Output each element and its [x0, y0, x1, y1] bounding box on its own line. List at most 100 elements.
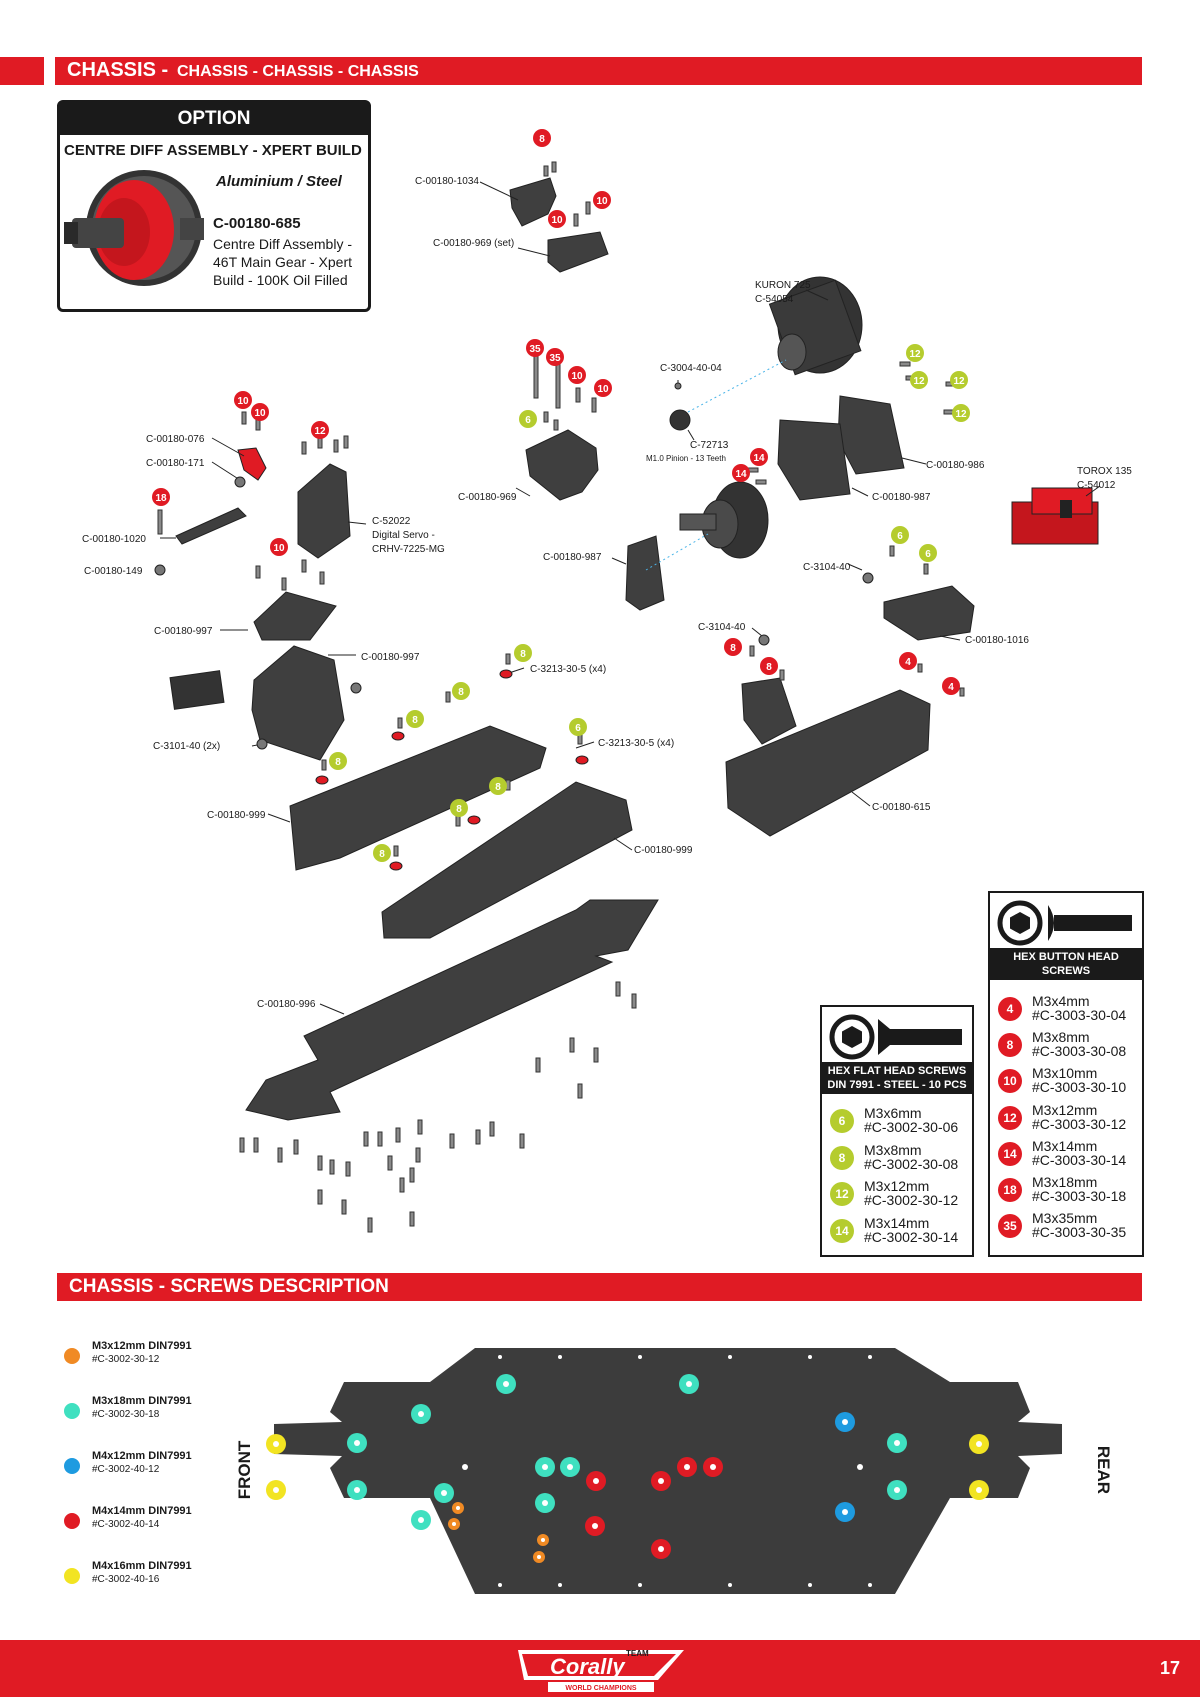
label-3104-a: C-3104-40 — [803, 562, 851, 573]
badge: 8 — [379, 849, 385, 860]
screw-hole — [503, 1381, 509, 1387]
chassis-top-view: FRONT REAR — [235, 1348, 1110, 1594]
screw-hole — [354, 1440, 360, 1446]
badge: 35 — [529, 344, 541, 355]
servo-52022 — [297, 463, 351, 559]
screw-size: M3x10mm — [1032, 1065, 1098, 1082]
screw-hole — [658, 1478, 664, 1484]
part-076 — [237, 447, 267, 481]
label-987-bulkhead: C-00180-987 — [543, 552, 602, 563]
screw-hole — [842, 1509, 848, 1515]
legend-color-dot — [64, 1568, 80, 1584]
button-screws-box: HEX BUTTON HEAD SCREWS DIN 7380 - STEEL … — [988, 891, 1144, 1257]
screw-hole — [686, 1381, 692, 1387]
part-999-right — [381, 781, 633, 939]
screw-hole — [894, 1440, 900, 1446]
screws-description-title: CHASSIS - SCREWS DESCRIPTION — [69, 1276, 389, 1297]
legend-color-dot — [64, 1403, 80, 1419]
badge: 6 — [925, 549, 931, 560]
legend-code: #C-3002-30-18 — [92, 1409, 160, 1420]
screw-code: #C-3003-30-04 — [1032, 1007, 1127, 1023]
screw-hole — [710, 1464, 716, 1470]
screw-number-badge: 4 — [998, 997, 1022, 1021]
header-accent — [0, 57, 44, 85]
front-label: FRONT — [235, 1440, 254, 1499]
screw-code: #C-3003-30-14 — [1032, 1151, 1127, 1168]
label-kuron-name: KURON 725 — [755, 280, 811, 291]
screw-size: M3x35mm — [1032, 1210, 1098, 1227]
button-screws-title: HEX BUTTON HEAD SCREWS — [1013, 951, 1119, 977]
screws-description-header: CHASSIS - SCREWS DESCRIPTION — [57, 1273, 1142, 1301]
screw-size: M3x14mm — [864, 1214, 930, 1231]
screw-number-badge: 10 — [998, 1069, 1022, 1094]
flat-screws-title: HEX FLAT HEAD SCREWS — [827, 1065, 967, 1077]
badge: 12 — [314, 426, 326, 437]
badge: 35 — [549, 353, 561, 364]
screw-number-badge: 8 — [830, 1145, 854, 1170]
option-code: C-00180-685 — [213, 215, 301, 232]
screw-spec-row: 35 M3x35mm#C-3003-30-35 — [990, 1208, 1142, 1244]
flat-screws-box: HEX FLAT HEAD SCREWS DIN 7991 - STEEL - … — [820, 1005, 974, 1257]
label-996: C-00180-996 — [257, 999, 316, 1010]
badge: 10 — [551, 215, 563, 226]
screw-code: #C-3003-30-18 — [1032, 1188, 1127, 1204]
badge: 10 — [571, 371, 583, 382]
button-screws-header: HEX BUTTON HEAD SCREWS DIN 7380 - STEEL … — [990, 948, 1142, 991]
screw-size: M3x4mm — [1032, 993, 1090, 1009]
screw-code: #C-3002-30-06 — [864, 1119, 959, 1135]
screw-hole — [541, 1538, 545, 1542]
rear-label: REAR — [1094, 1446, 1110, 1494]
part-969 — [525, 429, 599, 501]
legend-color-dot — [64, 1513, 80, 1529]
screw-code: #C-3002-30-12 — [864, 1192, 959, 1208]
badge: 8 — [766, 662, 772, 673]
screw-code: #C-3002-30-14 — [864, 1228, 959, 1245]
pinion-72713 — [669, 409, 691, 431]
screw-number-badge: 12 — [998, 1105, 1022, 1130]
label-997-box: C-00180-997 — [361, 652, 420, 663]
receiver — [169, 670, 225, 710]
label-3004: C-3004-40-04 — [660, 363, 722, 374]
badge: 8 — [456, 804, 462, 815]
option-name: CENTRE DIFF ASSEMBLY - XPERT BUILD — [64, 142, 362, 159]
legend-code: #C-3002-40-12 — [92, 1464, 160, 1475]
option-title: OPTION — [60, 103, 368, 135]
screw-code: #C-3003-30-08 — [1032, 1043, 1127, 1060]
screw-hole — [418, 1517, 424, 1523]
screw-hole — [567, 1464, 573, 1470]
centre-diff-illustration — [64, 170, 204, 286]
label-1016: C-00180-1016 — [965, 635, 1029, 646]
logo-team: TEAM — [626, 1649, 649, 1658]
part-986 — [837, 395, 905, 475]
part-997-box — [251, 645, 345, 761]
logo-tagline: WORLD CHAMPIONS — [565, 1685, 636, 1692]
screw-number-badge: 35 — [998, 1214, 1022, 1239]
label-servo-name: Digital Servo - — [372, 530, 435, 541]
badge: 10 — [597, 384, 609, 395]
label-pinion: M1.0 Pinion - 13 Teeth — [646, 454, 726, 463]
badge: 14 — [753, 453, 765, 464]
label-3213-b: C-3213-30-5 (x4) — [598, 738, 674, 749]
badge: 10 — [273, 543, 285, 554]
label-servo-code: C-52022 — [372, 516, 411, 527]
flat-screws-header: HEX FLAT HEAD SCREWS DIN 7991 - STEEL - … — [822, 1062, 972, 1094]
screw-hole — [593, 1478, 599, 1484]
screw-code: #C-3003-30-35 — [1032, 1224, 1127, 1241]
badge: 8 — [335, 757, 341, 768]
flat-screw-icon — [829, 1014, 962, 1060]
label-kuron-code: C-54054 — [755, 294, 794, 305]
screw-code: #C-3003-30-10 — [1032, 1079, 1127, 1096]
screw-number-badge: 12 — [830, 1182, 854, 1206]
legend-code: #C-3002-40-16 — [92, 1574, 160, 1585]
screw-hole — [452, 1522, 456, 1526]
label-3213-a: C-3213-30-5 (x4) — [530, 664, 606, 675]
footer-bar: TEAM Corally WORLD CHAMPIONS 17 — [0, 1640, 1200, 1697]
screw-hole — [441, 1490, 447, 1496]
screw-size: M3x12mm — [1032, 1101, 1098, 1118]
chassis-plate-996 — [245, 899, 659, 1121]
label-171: C-00180-171 — [146, 458, 205, 469]
